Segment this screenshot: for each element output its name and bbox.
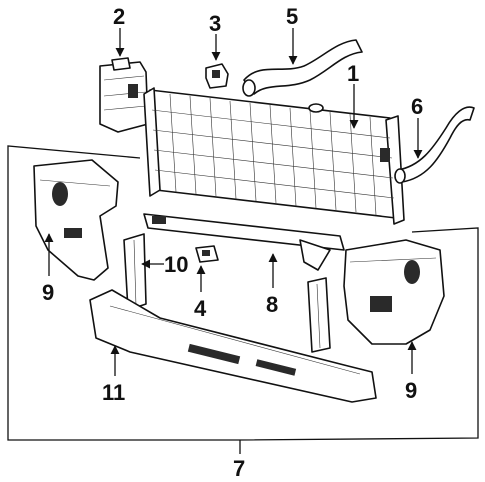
assembly-bracket-outline bbox=[7, 145, 479, 454]
radiator-core bbox=[143, 87, 405, 225]
callout-10: 10 bbox=[164, 252, 188, 277]
callout-2: 2 bbox=[113, 4, 125, 29]
callout-3: 3 bbox=[209, 11, 221, 36]
callout-9-right: 9 bbox=[405, 378, 417, 403]
lower-radiator-hose bbox=[394, 106, 475, 184]
coolant-reservoir bbox=[99, 57, 149, 133]
hose-bracket-part bbox=[205, 63, 229, 89]
left-side-shield bbox=[33, 159, 119, 281]
callout-6: 6 bbox=[411, 94, 423, 119]
radiator-fins bbox=[151, 93, 395, 216]
callout-1: 1 bbox=[347, 61, 359, 86]
left-support-strut bbox=[123, 233, 147, 311]
right-side-shield bbox=[343, 239, 445, 345]
right-support-strut bbox=[307, 277, 331, 353]
callout-7: 7 bbox=[233, 456, 245, 481]
lower-radiator-support bbox=[89, 289, 377, 403]
callout-11: 11 bbox=[102, 380, 125, 405]
callout-5: 5 bbox=[286, 4, 298, 29]
callout-9-left: 9 bbox=[42, 280, 54, 305]
upper-support-bar bbox=[143, 213, 345, 271]
mounting-clip bbox=[195, 245, 219, 263]
callout-4: 4 bbox=[194, 296, 207, 321]
callout-8: 8 bbox=[266, 292, 278, 317]
leader-arrows bbox=[44, 28, 423, 376]
upper-radiator-hose bbox=[242, 39, 363, 97]
